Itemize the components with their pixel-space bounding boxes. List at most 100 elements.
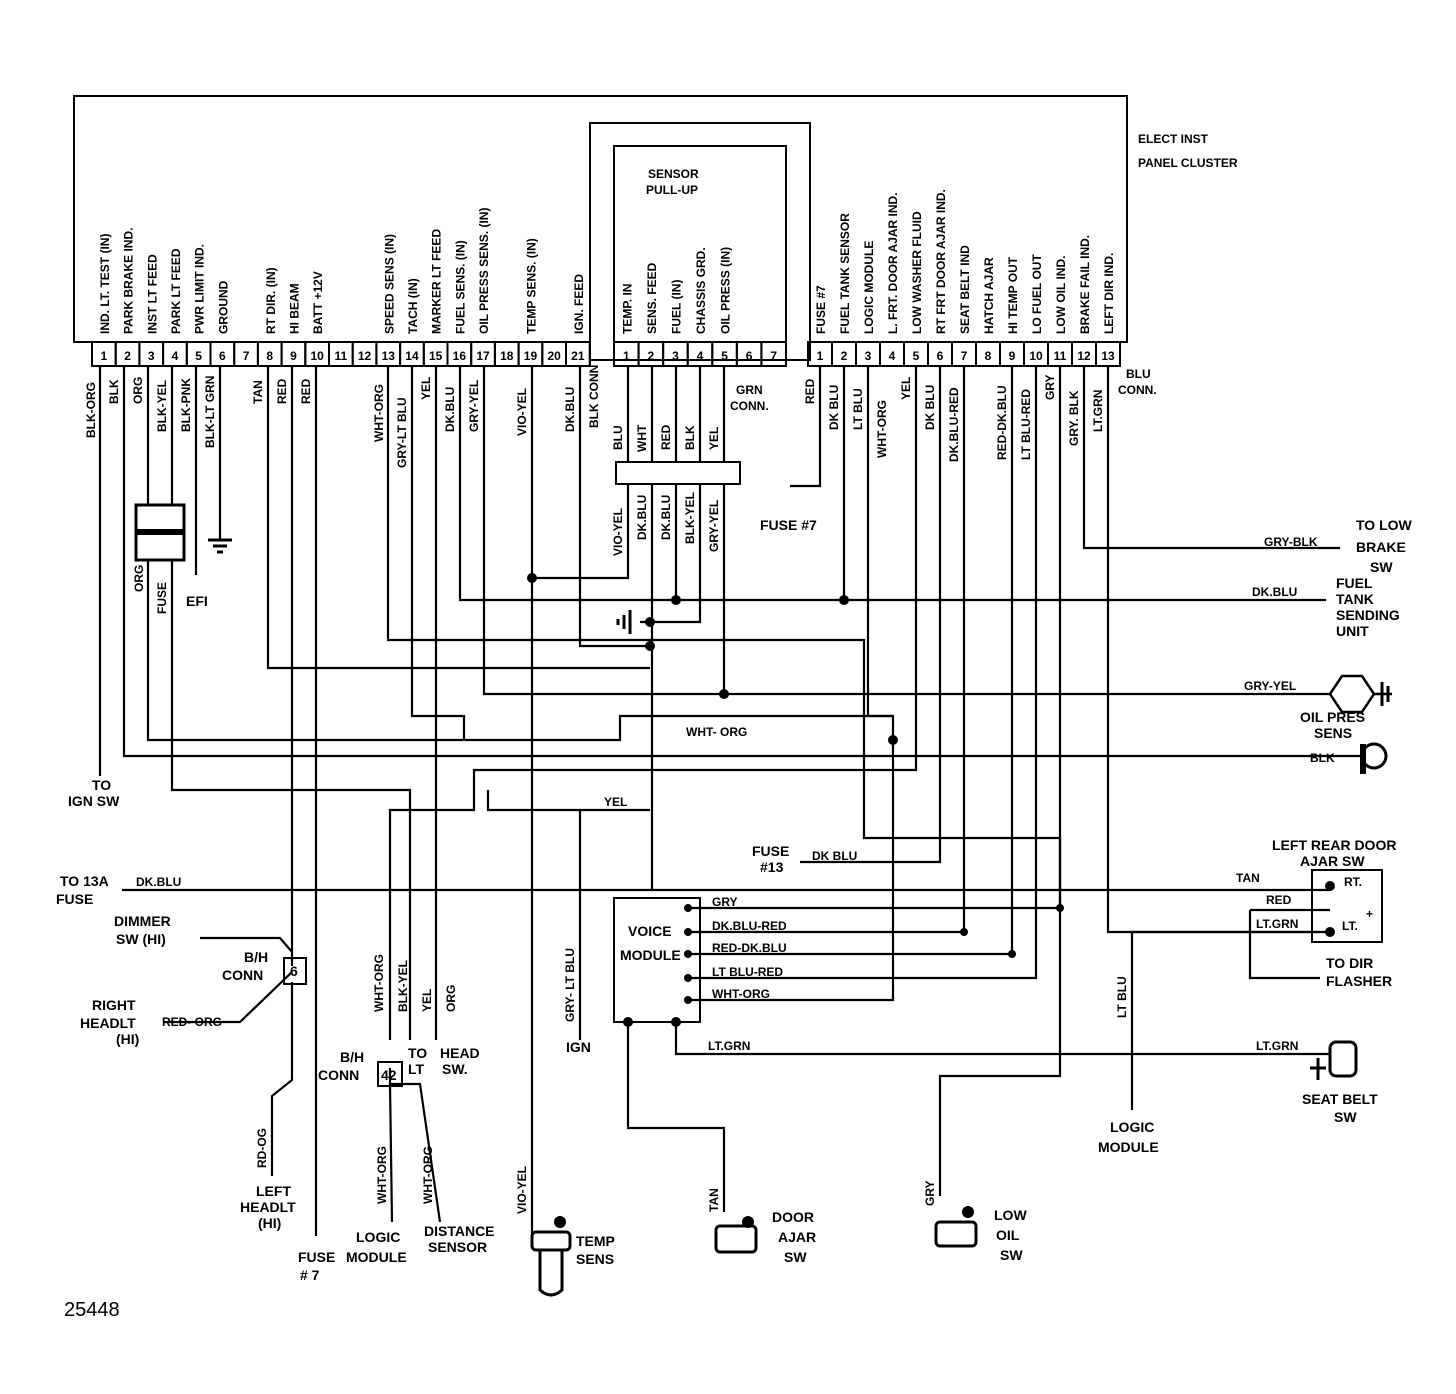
wl-dk-blu-fuse13: DK BLU	[812, 849, 857, 863]
left-pin-number: 5	[195, 349, 202, 363]
svg-text:AJAR SW: AJAR SW	[1300, 853, 1365, 869]
svg-text:TO DIR: TO DIR	[1326, 955, 1373, 971]
wl-wht-org: WHT-ORG	[372, 384, 386, 442]
wl-gry-yel: GRY-YEL	[467, 380, 481, 432]
svg-text:SW (HI): SW (HI)	[116, 931, 166, 947]
left-pin-number: 2	[124, 349, 131, 363]
sensor-pin-number: 7	[770, 349, 777, 363]
svg-text:ORG: ORG	[132, 565, 146, 592]
right-pin-number: 3	[865, 349, 872, 363]
svg-text:CONN: CONN	[318, 1067, 359, 1083]
temp-sensor-symbol	[530, 1216, 572, 1297]
sensor-pin-number: 6	[746, 349, 753, 363]
door-ajar-switch-symbol	[714, 1216, 758, 1254]
wl-vio-yel-b: VIO-YEL	[611, 508, 625, 556]
wl-gry-yel-oil: GRY-YEL	[1244, 679, 1296, 693]
wl-lt-grn-sb: LT.GRN	[1256, 1039, 1298, 1053]
wl-gry-yel-b: GRY-YEL	[707, 500, 721, 552]
wl-red-dk-blu-r9: RED-DK.BLU	[995, 385, 1009, 460]
sensor-pin-number: 5	[721, 349, 728, 363]
grn-conn-2: CONN.	[730, 399, 769, 413]
right-pin-label: LO FUEL OUT	[1030, 254, 1044, 334]
svg-text:CONN: CONN	[222, 967, 263, 983]
wl-lt-grn-lt: LT.GRN	[1256, 917, 1298, 931]
wl-vio-yel: VIO-YEL	[515, 388, 529, 436]
wl-dk-blu-red-r7: DK.BLU-RED	[947, 387, 961, 462]
figure-id: 25448	[64, 1299, 120, 1321]
svg-text:TANK: TANK	[1336, 591, 1374, 607]
cluster-title-2: PANEL CLUSTER	[1138, 156, 1238, 170]
svg-text:SENS: SENS	[576, 1251, 614, 1267]
svg-text:SEAT BELT: SEAT BELT	[1302, 1091, 1378, 1107]
right-pin-label: FUSE #7	[814, 285, 828, 334]
left-pin-label: INST LT FEED	[145, 254, 159, 334]
svg-text:DIMMER: DIMMER	[114, 913, 171, 929]
bh-conn-6-box	[283, 957, 307, 985]
sensor-pin-number: 3	[672, 349, 679, 363]
sensor-pin-label: OIL PRESS (IN)	[719, 247, 733, 334]
left-pin-number: 3	[148, 349, 155, 363]
sensor-pullup-inner	[613, 145, 787, 343]
left-pin-number: 8	[266, 349, 273, 363]
svg-text:HEADLT: HEADLT	[240, 1199, 296, 1215]
svg-text:SENS: SENS	[1314, 725, 1352, 741]
sensor-pin-label: FUEL (IN)	[669, 280, 683, 334]
wl-org: ORG	[131, 377, 145, 404]
left-pin-number: 10	[310, 349, 324, 363]
wl-wht-org-l1: WHT-ORG	[375, 1146, 389, 1204]
low-oil-switch-symbol	[934, 1206, 978, 1248]
right-pin-number: 12	[1077, 349, 1091, 363]
right-pin-label: HI TEMP OUT	[1006, 256, 1020, 334]
wl-lt-grn-r13: LT.GRN	[1091, 390, 1105, 432]
svg-text:B/H: B/H	[244, 949, 268, 965]
wl-blk-gnd: BLK	[1310, 751, 1335, 765]
ground-symbols	[208, 538, 1388, 774]
wl-red-9: RED	[275, 378, 289, 404]
right-pin-number: 2	[841, 349, 848, 363]
svg-text:DISTANCE: DISTANCE	[424, 1223, 495, 1239]
right-pin-label: LOW OIL IND.	[1054, 256, 1068, 334]
svg-text:AJAR: AJAR	[778, 1229, 816, 1245]
wl-blk-s: BLK	[683, 425, 697, 450]
seat-belt-switch-symbol	[1310, 1040, 1358, 1080]
svg-text:HEAD: HEAD	[440, 1045, 480, 1061]
right-pin-label: RT FRT DOOR AJAR IND.	[934, 189, 948, 334]
right-pin-label: HATCH AJAR	[982, 257, 996, 334]
sensor-pin-number: 2	[648, 349, 655, 363]
left-pin-number: 17	[476, 349, 490, 363]
right-pin-label: L. FRT. DOOR AJAR IND.	[886, 192, 900, 334]
vm-gry: GRY	[712, 895, 738, 909]
right-pin-number: 8	[985, 349, 992, 363]
left-pin-label: TACH (IN)	[406, 278, 420, 334]
svg-text:TO 13A: TO 13A	[60, 873, 109, 889]
svg-text:42: 42	[381, 1067, 397, 1083]
wl-red-10: RED	[299, 378, 313, 404]
left-pin-label: IND. LT. TEST (IN)	[98, 234, 112, 334]
wl-wht: WHT	[635, 424, 649, 452]
cluster-title-1: ELECT INST	[1138, 132, 1209, 146]
sensor-pin-cell	[760, 341, 787, 367]
left-pin-number: 20	[547, 349, 561, 363]
svg-text:LT.: LT.	[1342, 919, 1358, 933]
left-pin-number: 9	[290, 349, 297, 363]
svg-text:TO: TO	[92, 777, 111, 793]
wl-tan-door: TAN	[707, 1188, 721, 1212]
vm-lt-blu-red: LT BLU-RED	[712, 965, 783, 979]
right-pin-number: 6	[937, 349, 944, 363]
sensor-pin-label: CHASSIS GRD.	[694, 247, 708, 334]
right-pin-label: LOW WASHER FLUID	[910, 211, 924, 334]
right-pin-number: 5	[913, 349, 920, 363]
left-pin-label: TEMP SENS. (IN)	[524, 238, 538, 334]
svg-text:OIL: OIL	[996, 1227, 1020, 1243]
svg-text:LOGIC: LOGIC	[356, 1229, 400, 1245]
svg-text:6: 6	[290, 963, 298, 979]
svg-text:FUSE: FUSE	[752, 843, 789, 859]
wl-gry-r11: GRY	[1043, 374, 1057, 400]
wl-blu: BLU	[611, 425, 625, 450]
wl-dk-blu-fuel: DK.BLU	[1252, 585, 1297, 599]
svg-text:BRAKE: BRAKE	[1356, 539, 1406, 555]
svg-text:TEMP: TEMP	[576, 1233, 615, 1249]
svg-text:#13: #13	[760, 859, 784, 875]
left-pin-number: 16	[453, 349, 467, 363]
